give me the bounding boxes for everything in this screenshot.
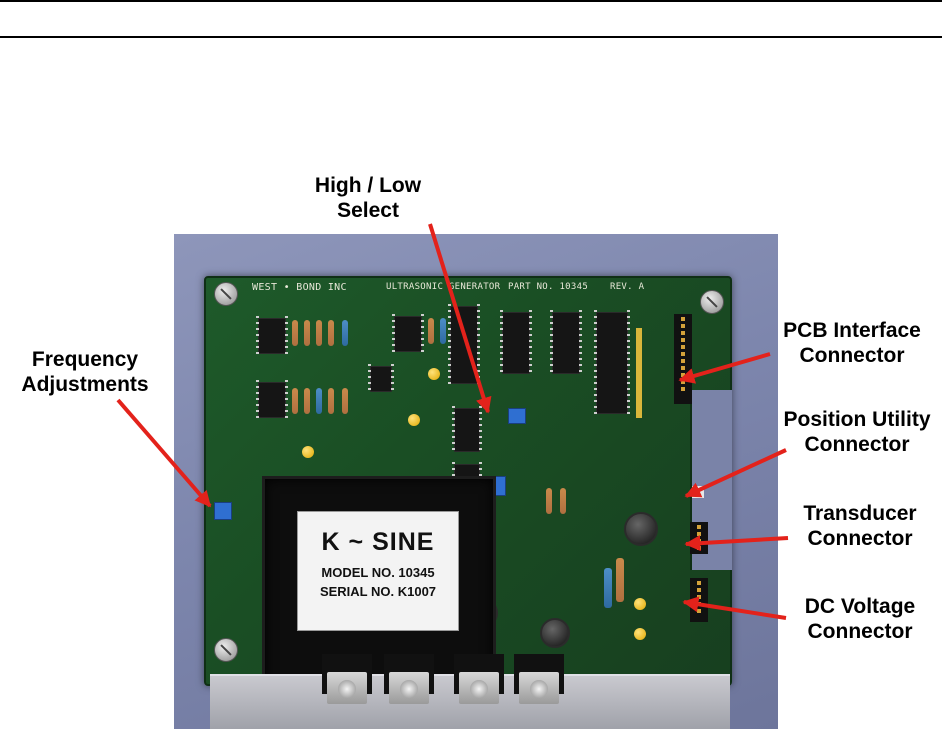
resistor <box>440 318 446 344</box>
resistor <box>342 320 348 346</box>
arrow-transducer <box>684 535 789 552</box>
ic-chip <box>392 314 424 354</box>
ic-chip <box>594 310 630 416</box>
resistor <box>546 488 552 514</box>
ic-chip <box>500 310 532 376</box>
callout-line: Connector <box>804 433 910 456</box>
pcb-photo: WEST • BOND INC ULTRASONIC GENERATOR PAR… <box>174 234 778 729</box>
capacitor <box>634 598 646 610</box>
module-label: K ~ SINE MODEL NO. 10345 SERIAL NO. K100… <box>297 511 459 631</box>
capacitor <box>428 368 440 380</box>
arrow-pcb-interface <box>678 352 771 384</box>
arrow-dc-voltage <box>682 596 787 620</box>
mounting-screw <box>214 638 238 662</box>
ic-chip <box>256 316 288 356</box>
resistor <box>292 388 298 414</box>
resistor <box>304 320 310 346</box>
callout-line: Transducer <box>803 502 917 525</box>
callout-line: Connector <box>807 527 913 550</box>
resistor <box>316 388 322 414</box>
module-serial: SERIAL NO. K1007 <box>319 584 437 599</box>
callout-line: Adjustments <box>21 373 149 396</box>
resistor-network <box>636 328 642 418</box>
resistor <box>304 388 310 414</box>
ic-chip <box>550 310 582 376</box>
arrow-high-low <box>428 223 492 414</box>
resistor <box>428 318 434 344</box>
callout-pcb-interface: PCB Interface Connector <box>762 318 942 368</box>
resistor <box>292 320 298 346</box>
ic-chip <box>368 364 394 394</box>
callout-high-low-select: High / Low Select <box>300 173 436 223</box>
module-name: K ~ SINE <box>321 528 435 556</box>
capacitor <box>302 446 314 458</box>
callout-transducer: Transducer Connector <box>780 501 940 551</box>
callout-dc-voltage: DC Voltage Connector <box>780 594 940 644</box>
top-rule <box>0 0 942 2</box>
trim-potentiometer <box>214 502 232 520</box>
electrolytic-capacitor <box>540 618 570 648</box>
mounting-screw <box>214 282 238 306</box>
part-silkscreen: PART NO. 10345 <box>508 282 589 292</box>
arrow-frequency <box>116 398 212 508</box>
ic-chip <box>452 406 482 454</box>
module-model: MODEL NO. 10345 <box>321 565 435 580</box>
resistor <box>328 320 334 346</box>
callout-line: High / Low <box>314 174 422 197</box>
callout-frequency-adjustments: Frequency Adjustments <box>0 347 170 397</box>
regulator <box>454 654 504 704</box>
callout-line: PCB Interface <box>783 319 921 342</box>
callout-line: Position Utility <box>783 408 931 431</box>
resistor <box>560 488 566 514</box>
callout-line: DC Voltage <box>804 595 916 618</box>
brand-silkscreen: WEST • BOND INC <box>252 282 347 293</box>
capacitor <box>634 628 646 640</box>
ic-chip <box>256 380 288 420</box>
resistor <box>342 388 348 414</box>
callout-line: Frequency <box>31 348 139 371</box>
resistor <box>604 568 612 608</box>
callout-position-utility: Position Utility Connector <box>772 407 942 457</box>
callout-line: Connector <box>807 620 913 643</box>
capacitor <box>408 414 420 426</box>
regulator <box>514 654 564 704</box>
regulator <box>322 654 372 704</box>
rev-silkscreen: REV. A <box>610 282 645 292</box>
resistor <box>328 388 334 414</box>
title-silkscreen: ULTRASONIC GENERATOR <box>386 282 501 292</box>
trim-potentiometer <box>508 408 526 424</box>
callout-line: Select <box>337 199 399 222</box>
mounting-screw <box>700 290 724 314</box>
electrolytic-capacitor <box>624 512 658 546</box>
regulator <box>384 654 434 704</box>
callout-line: Connector <box>799 344 905 367</box>
arrow-position-utility <box>684 448 787 498</box>
resistor <box>316 320 322 346</box>
header-rule <box>0 36 942 38</box>
resistor <box>616 558 624 602</box>
